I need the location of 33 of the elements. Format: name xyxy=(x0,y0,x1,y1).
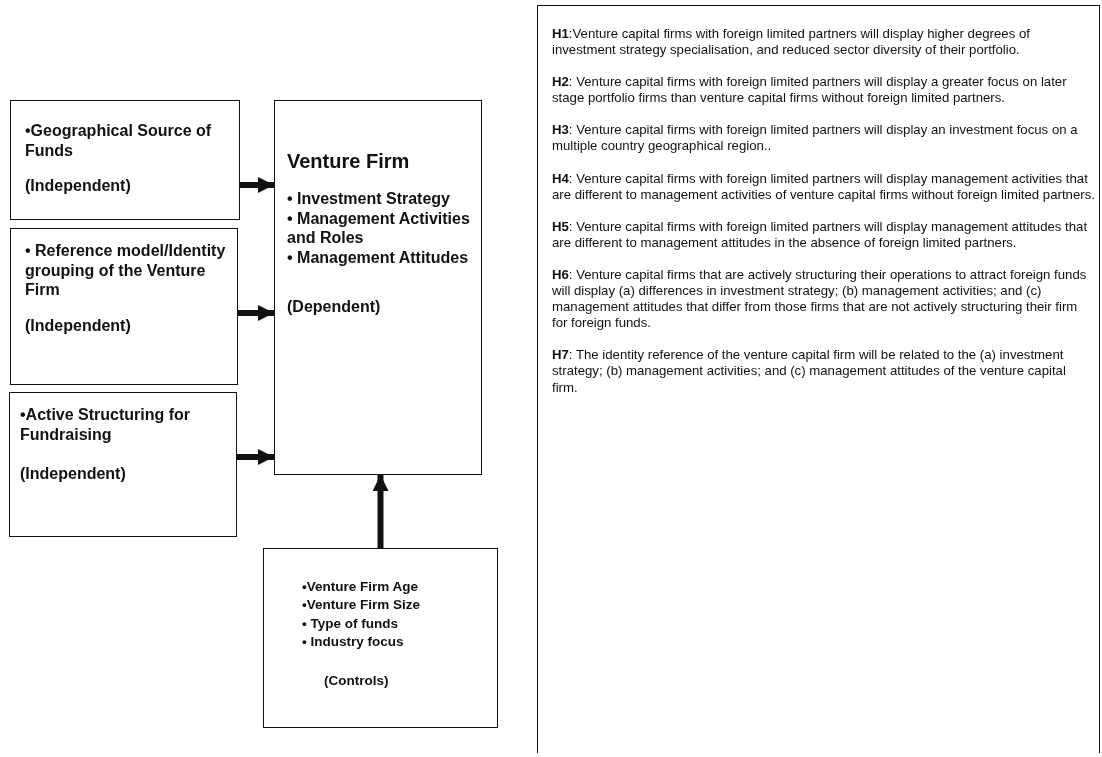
hypothesis-text: H2: Venture capital firms with foreign limited partners will display a greater focus on later stage portfolio firms than venture capital firms without foreign limited partners. xyxy=(552,74,1068,107)
variable-type-label: (Independent) xyxy=(25,176,131,196)
variable-type-label: (Independent) xyxy=(25,315,131,336)
bullet-item: • Management Activities and Roles xyxy=(287,208,471,248)
variable-type-label: (Dependent) xyxy=(287,297,381,317)
variable-box xyxy=(9,392,237,537)
hypothesis-text: H7: The identity reference of the venture capital firm will be related to the (a) investment strategy; (b) management activities; and (c) management attitudes of the venture capital firm. xyxy=(552,347,1067,396)
bullet-item: • Investment Strategy xyxy=(287,189,450,209)
hypothesis-text: H6: Venture capital firms that are actively structuring their operations to attract foreign funds will display (a) differences in investment strategy; (b) management activities; and (c) management attitudes that differ from those firms that are not actively structuring their firm for foreign funds. xyxy=(552,266,1088,332)
node-heading: Venture Firm xyxy=(287,149,410,174)
variable-label: •Active Structuring for Fundraising xyxy=(20,405,192,445)
variable-label: • Reference model/Identity grouping of the Venture Firm xyxy=(25,241,227,300)
variable-box xyxy=(263,548,498,728)
bullet-item: • Management Attitudes xyxy=(287,247,469,268)
variable-type-label: (Independent) xyxy=(20,464,126,484)
bullet-item: •Venture Firm Size xyxy=(302,597,420,614)
dependent-variable-box xyxy=(274,100,482,475)
bullet-item: • Type of funds xyxy=(302,615,398,633)
variable-box xyxy=(10,100,240,220)
hypotheses-panel xyxy=(537,5,1100,753)
arrow xyxy=(238,305,274,321)
hypothesis-text: H1:Venture capital firms with foreign limited partners will display higher degrees of investment strategy specialisation, and reduced sector diversity of their portfolio. xyxy=(552,26,1031,59)
arrow xyxy=(372,475,389,548)
hypothesis-text: H5: Venture capital firms with foreign limited partners will display management attitudes that are different to management attitudes in the absence of foreign limited partners. xyxy=(552,218,1089,251)
arrow xyxy=(237,449,274,465)
bullet-item: •Venture Firm Age xyxy=(302,579,418,596)
variable-box xyxy=(10,228,238,385)
bullet-item: • Industry focus xyxy=(302,634,404,651)
variable-type-label: (Controls) xyxy=(323,672,389,690)
variable-label: •Geographical Source of Funds xyxy=(25,121,213,161)
hypothesis-text: H3: Venture capital firms with foreign limited partners will display an investment focus on a multiple country geographical region.. xyxy=(552,122,1079,155)
hypothesis-text: H4: Venture capital firms with foreign limited partners will display management activities that are different to management activities of venture capital firms without foreign limited partners. xyxy=(552,170,1095,203)
arrow xyxy=(240,177,274,193)
